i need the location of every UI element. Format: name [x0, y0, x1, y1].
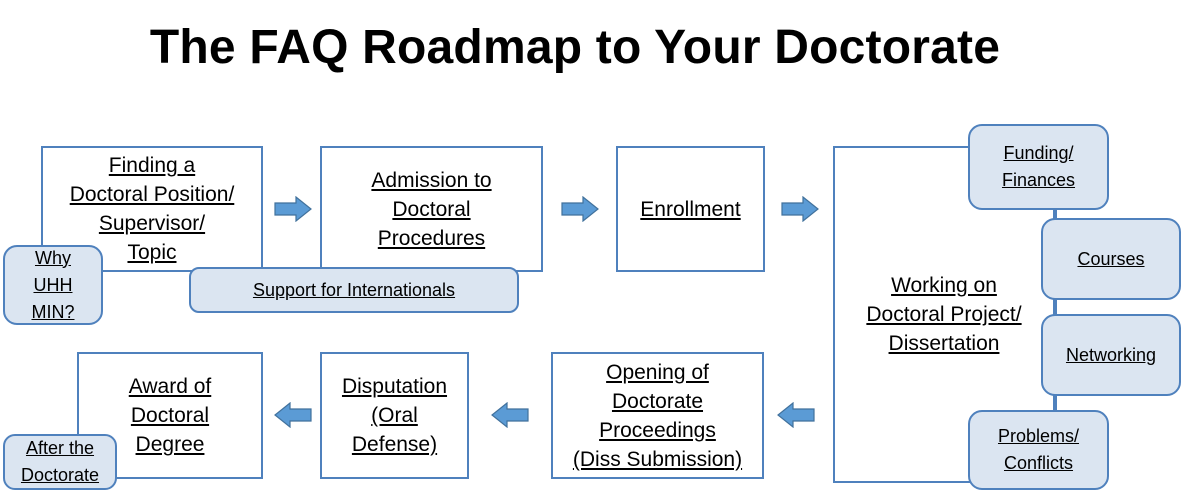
topic-after-doctorate-link[interactable]: After the Doctorate [20, 438, 100, 485]
topic-after-doctorate[interactable]: After the Doctorate [3, 434, 117, 490]
topic-problems-link[interactable]: Problems/ Conflicts [997, 426, 1080, 473]
topic-courses-link[interactable]: Courses [1077, 248, 1145, 269]
step-award-link[interactable]: Award of Doctoral Degree [128, 375, 212, 456]
topic-networking[interactable]: Networking [1041, 314, 1181, 396]
topic-funding-link[interactable]: Funding/ Finances [1001, 143, 1076, 190]
arrow-left-icon [777, 402, 815, 428]
connector-line [1055, 300, 1057, 314]
step-enrollment[interactable]: Enrollment [616, 146, 765, 272]
topic-problems[interactable]: Problems/ Conflicts [968, 410, 1109, 490]
topic-support-internationals-link[interactable]: Support for Internationals [252, 279, 456, 300]
topic-support-internationals[interactable]: Support for Internationals [189, 267, 519, 313]
step-working-on-project-link[interactable]: Working on Doctoral Project/ Dissertatio… [866, 274, 1022, 355]
step-opening-proceedings-link[interactable]: Opening of Doctorate Proceedings (Diss S… [572, 360, 743, 471]
topic-funding[interactable]: Funding/ Finances [968, 124, 1109, 210]
arrow-left-icon [491, 402, 529, 428]
topic-why-uhh[interactable]: Why UHH MIN? [3, 245, 103, 325]
connector-line [1055, 396, 1057, 410]
step-disputation-link[interactable]: Disputation (Oral Defense) [341, 375, 448, 456]
topic-why-uhh-link[interactable]: Why UHH MIN? [31, 247, 75, 322]
topic-networking-link[interactable]: Networking [1065, 344, 1157, 365]
page-title: The FAQ Roadmap to Your Doctorate [149, 21, 1001, 74]
step-finding-position-link[interactable]: Finding a Doctoral Position/ Supervisor/… [69, 154, 235, 264]
arrow-right-icon [274, 196, 312, 222]
arrow-left-icon [274, 402, 312, 428]
step-admission-link[interactable]: Admission to Doctoral Procedures [371, 168, 492, 250]
step-opening-proceedings[interactable]: Opening of Doctorate Proceedings (Diss S… [551, 352, 764, 479]
arrow-right-icon [781, 196, 819, 222]
arrow-right-icon [561, 196, 599, 222]
connector-line [1055, 210, 1057, 218]
step-admission[interactable]: Admission to Doctoral Procedures [320, 146, 543, 272]
topic-courses[interactable]: Courses [1041, 218, 1181, 300]
step-disputation[interactable]: Disputation (Oral Defense) [320, 352, 469, 479]
step-enrollment-link[interactable]: Enrollment [640, 197, 741, 221]
step-working-on-project[interactable]: Working on Doctoral Project/ Dissertatio… [833, 146, 1055, 483]
